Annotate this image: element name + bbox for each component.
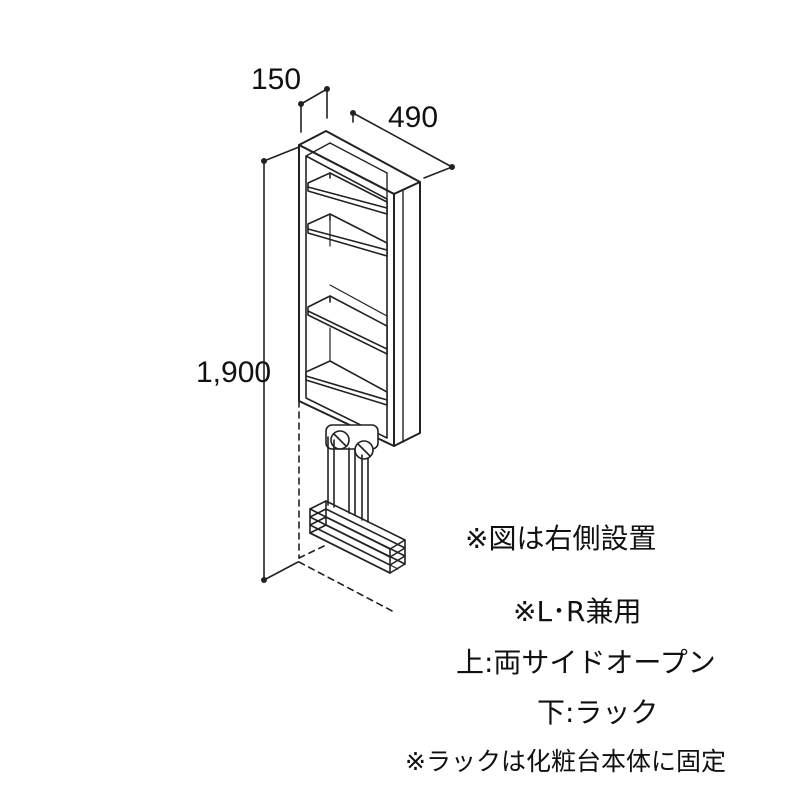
height-dimension-line <box>260 146 300 583</box>
note-lower-rack: 下:ラック <box>537 696 659 729</box>
vanity-outline-dashed <box>298 400 397 614</box>
depth-dimension-line <box>297 86 330 133</box>
note-upper-open-sides: 上:両サイドオープン <box>456 646 716 679</box>
rack-rods <box>327 436 369 523</box>
bottom-shelf <box>305 327 388 406</box>
depth-dimension-label: 150 <box>251 63 302 96</box>
note-lr-common: ※L･R兼用 <box>513 595 642 628</box>
shelf-3 <box>307 284 388 355</box>
shelf-1 <box>307 172 388 215</box>
shelf-2 <box>307 213 388 257</box>
width-dimension-line <box>349 110 455 179</box>
height-dimension-label: 1,900 <box>196 356 272 389</box>
note-figure-side: ※図は右側設置 <box>465 522 657 555</box>
width-dimension-label: 490 <box>388 101 439 134</box>
wire-basket <box>309 500 406 574</box>
rack-hooks <box>325 424 379 460</box>
note-rack-fixed: ※ラックは化粧台本体に固定 <box>405 747 726 776</box>
